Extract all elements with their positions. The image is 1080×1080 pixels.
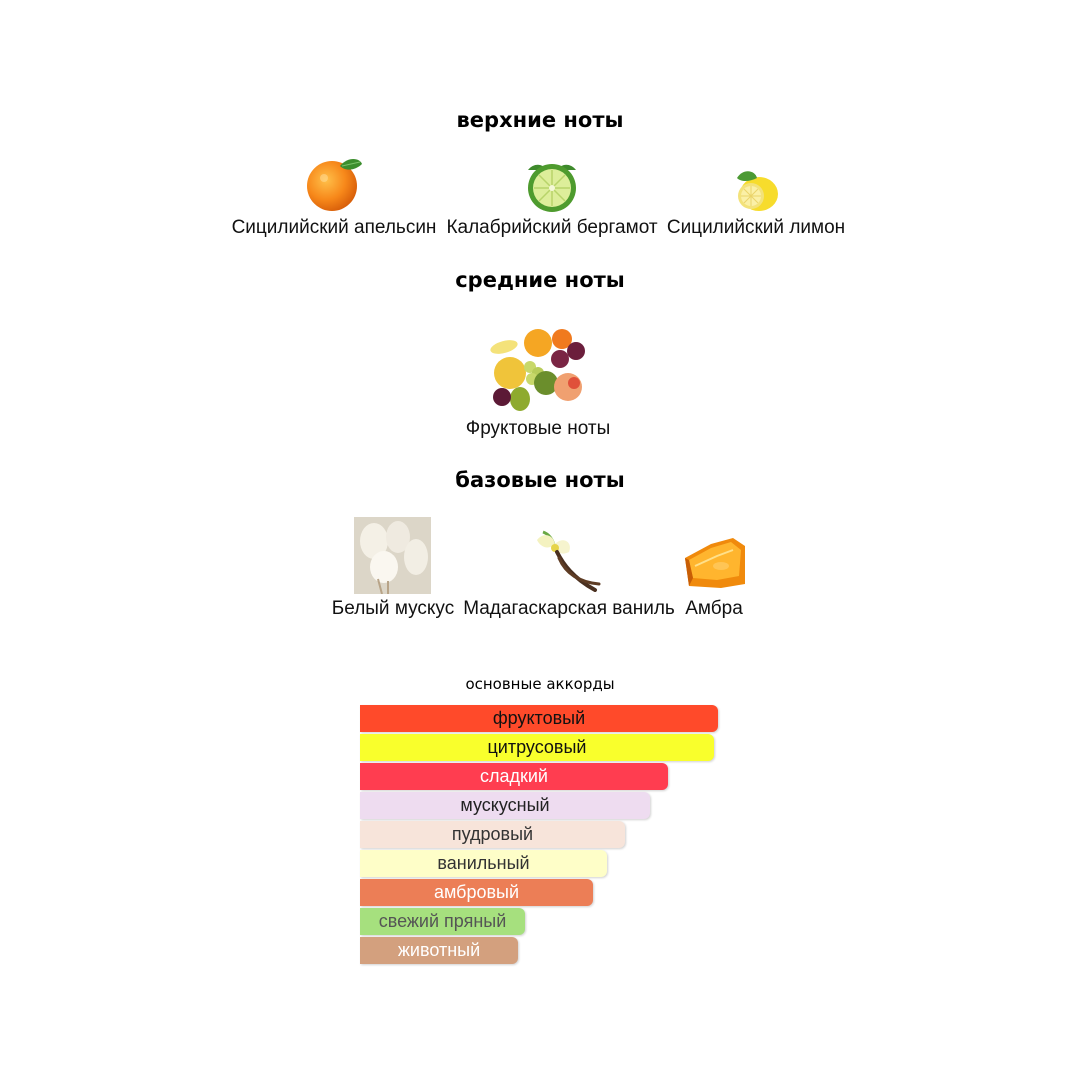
accord-bar	[360, 850, 607, 877]
lemon-icon	[737, 171, 778, 211]
accord-label: амбровый	[433, 882, 520, 902]
accord-label: ванильный	[437, 853, 530, 873]
accord-label: свежий пряный	[378, 911, 507, 931]
note-label: Белый мускус	[331, 598, 455, 619]
accord-bar	[360, 821, 625, 848]
orange-icon	[307, 159, 362, 211]
accord-bar	[360, 792, 650, 819]
note-label: Мадагаскарская ваниль	[463, 598, 675, 619]
top-notes-heading: верхние ноты	[456, 108, 624, 132]
middle-notes-heading: средние ноты	[455, 268, 625, 292]
accord-label: животный	[397, 940, 481, 960]
base-notes-heading: базовые ноты	[455, 468, 625, 492]
accord-label: сладкий	[479, 766, 548, 786]
accord-label: мускусный	[460, 795, 550, 815]
note-label: Сицилийский лимон	[666, 217, 846, 238]
accord-bar	[360, 937, 518, 964]
accord-bar	[360, 734, 714, 761]
bergamot-icon	[528, 164, 576, 212]
accord-bar	[360, 763, 668, 790]
note-label: Сицилийский апельсин	[231, 217, 437, 238]
note-label: Фруктовые ноты	[465, 418, 611, 439]
accord-bar	[360, 879, 593, 906]
accord-bar	[360, 705, 718, 732]
fruits-icon	[490, 321, 586, 411]
accord-bar	[360, 908, 525, 935]
accord-label: цитрусовый	[487, 737, 587, 757]
vanilla-icon	[537, 530, 601, 592]
note-label: Калабрийский бергамот	[446, 217, 658, 238]
accord-label: фруктовый	[492, 708, 586, 728]
accord-label: пудровый	[451, 824, 534, 844]
white-musk-icon	[354, 517, 431, 594]
chart-title: основные аккорды	[465, 675, 615, 693]
note-label: Амбра	[685, 598, 743, 619]
amber-icon	[685, 538, 745, 588]
